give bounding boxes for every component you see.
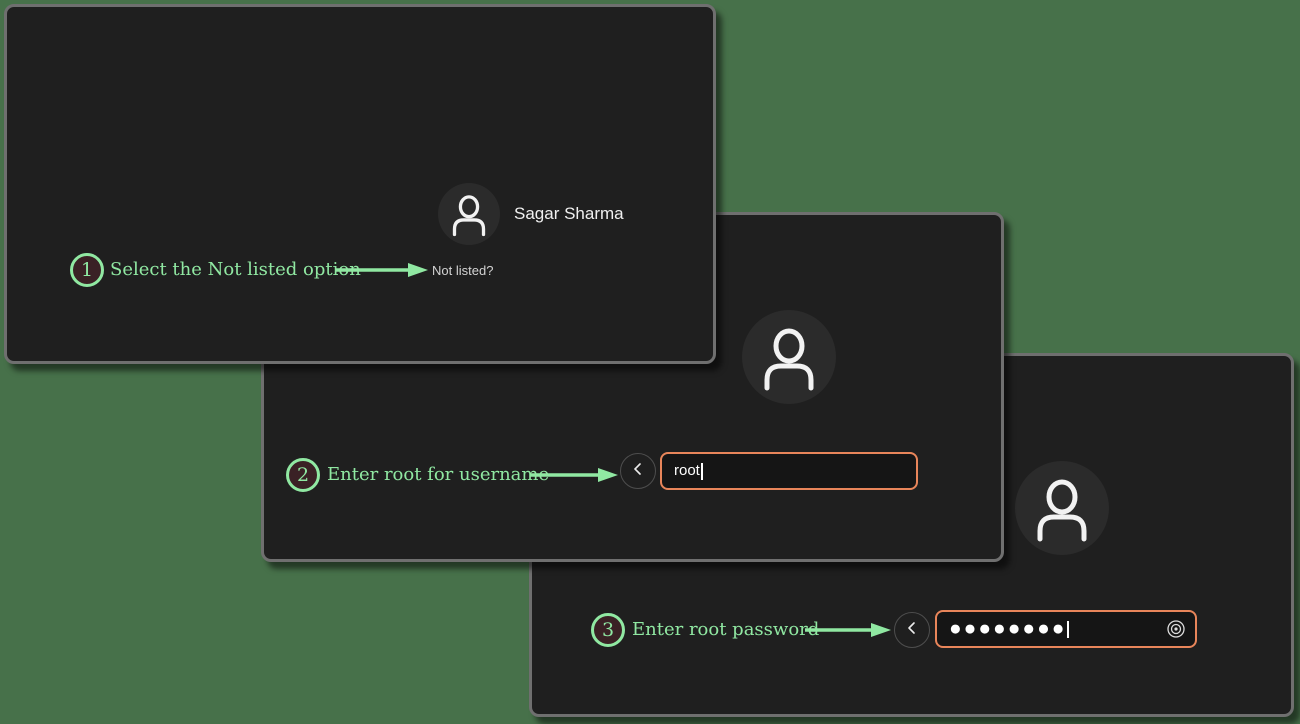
annotation-step-3-badge: 3	[591, 613, 625, 647]
login-screen-user-select: Sagar Sharma Not listed?	[4, 4, 716, 364]
chevron-left-icon	[905, 621, 919, 640]
user-avatar-icon	[742, 310, 836, 404]
back-button[interactable]	[620, 453, 656, 489]
user-avatar-icon	[438, 183, 500, 245]
eye-icon[interactable]	[1166, 619, 1186, 639]
password-input[interactable]: ●●●●●●●●	[935, 610, 1197, 648]
text-cursor	[700, 462, 703, 480]
annotation-step-1-arrow-icon	[334, 261, 430, 279]
annotation-step-1-label: Select the Not listed option	[110, 259, 361, 280]
back-button[interactable]	[894, 612, 930, 648]
username-input[interactable]: root	[660, 452, 918, 490]
annotation-step-2-arrow-icon	[528, 466, 620, 484]
annotation-step-1-badge: 1	[70, 253, 104, 287]
not-listed-link[interactable]: Not listed?	[432, 263, 494, 278]
password-masked-value: ●●●●●●●●	[949, 617, 1067, 640]
annotation-step-3-arrow-icon	[803, 621, 893, 639]
chevron-left-icon	[631, 462, 645, 481]
user-avatar-icon	[1015, 461, 1109, 555]
annotation-step-2-badge: 2	[286, 458, 320, 492]
annotation-step-2-number: 2	[296, 464, 310, 486]
annotation-step-3-number: 3	[601, 619, 615, 641]
annotation-step-3-label: Enter root password	[632, 619, 820, 640]
annotation-step-1-number: 1	[80, 259, 94, 281]
annotation-step-2-label: Enter root for username	[327, 464, 550, 485]
user-list-item[interactable]: Sagar Sharma	[438, 183, 678, 245]
username-value: root	[674, 462, 700, 479]
text-cursor	[1067, 620, 1070, 638]
user-name-label: Sagar Sharma	[514, 204, 624, 223]
